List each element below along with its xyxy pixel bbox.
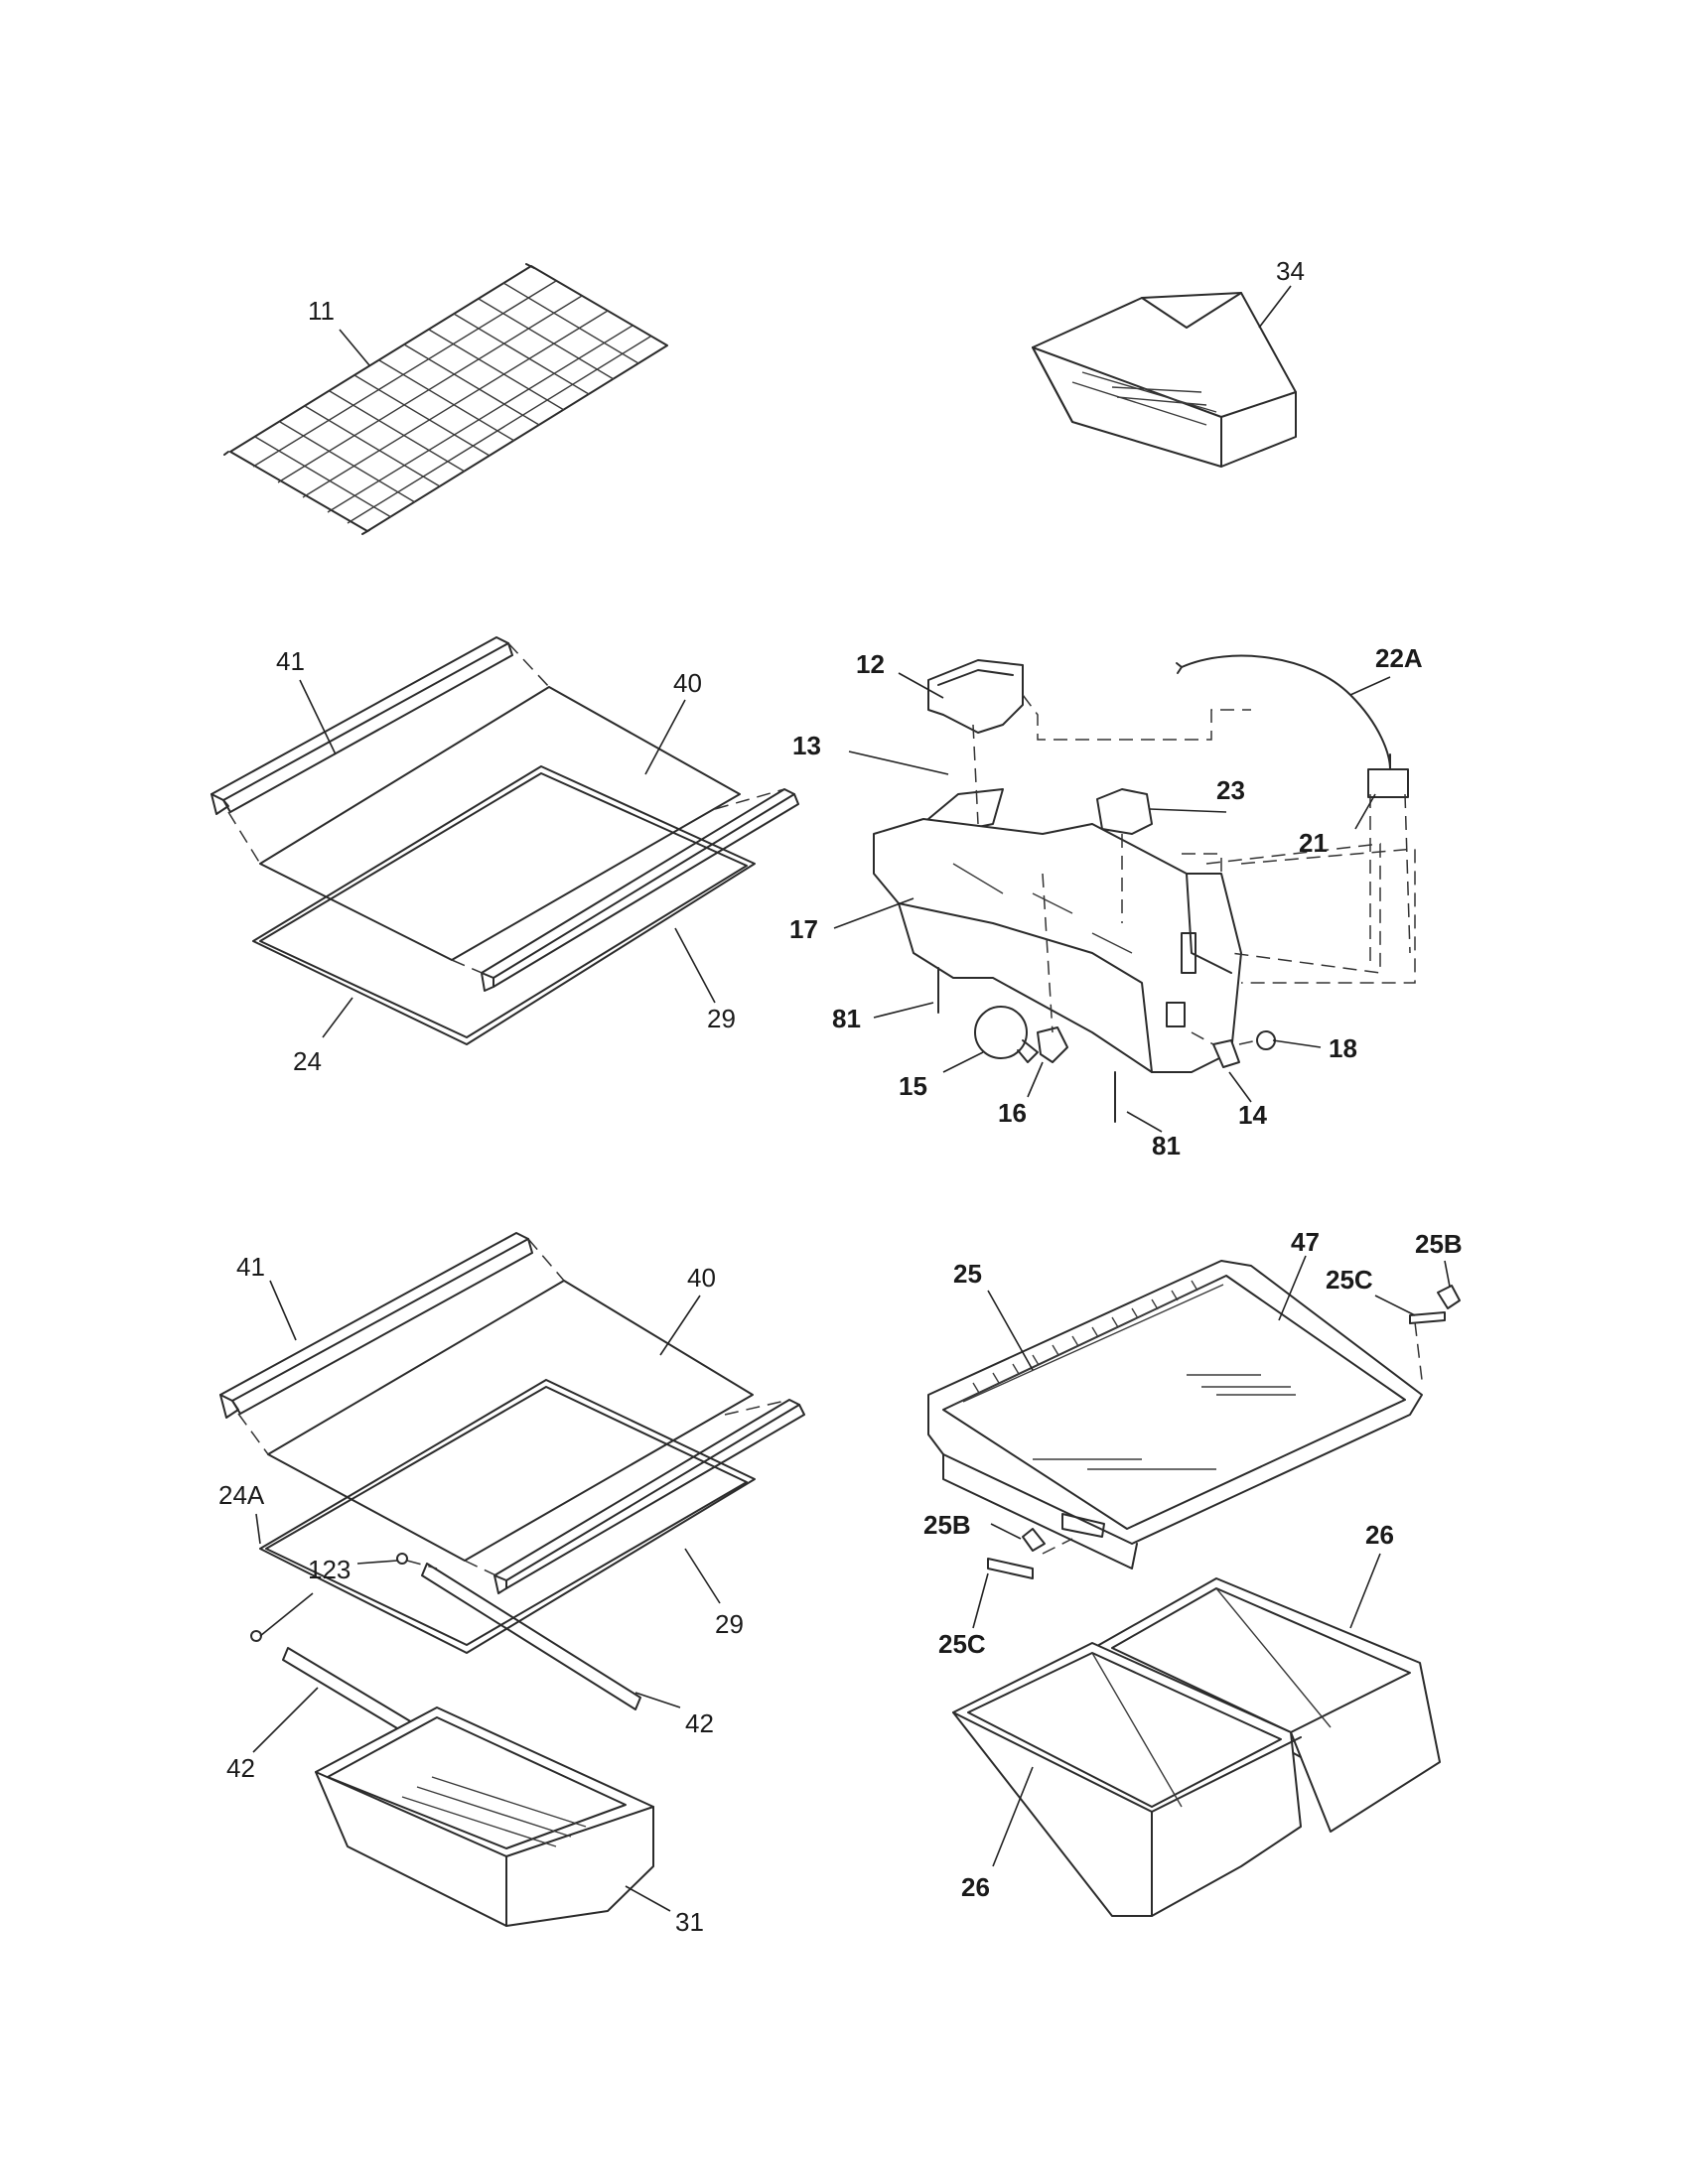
callout-34: 34: [1276, 256, 1305, 286]
wire-shelf-drawing: [223, 263, 668, 535]
crisper-assembly-drawing: [927, 1260, 1461, 1917]
callout-29-lower: 29: [715, 1609, 744, 1639]
callout-17: 17: [789, 914, 818, 944]
callout-40-upper: 40: [673, 668, 702, 698]
callout-14: 14: [1238, 1100, 1267, 1130]
callout-16: 16: [998, 1098, 1027, 1128]
callout-24: 24: [293, 1046, 322, 1076]
callout-26-left: 26: [961, 1872, 990, 1902]
callout-21: 21: [1299, 828, 1328, 858]
callout-81-right: 81: [1152, 1131, 1181, 1160]
callout-13: 13: [792, 731, 821, 760]
callout-25: 25: [953, 1259, 982, 1289]
callout-42-right: 42: [685, 1708, 714, 1738]
callout-11: 11: [308, 296, 335, 326]
callout-42-left: 42: [226, 1753, 255, 1783]
callout-15: 15: [899, 1071, 927, 1101]
callout-29-upper: 29: [707, 1004, 736, 1033]
callout-26-right: 26: [1365, 1520, 1394, 1550]
glass-shelf-lower-drawing: [219, 1232, 805, 1927]
light-control-assembly-drawing: [873, 654, 1416, 1123]
callout-25b-top: 25B: [1415, 1229, 1463, 1259]
callout-41-lower: 41: [236, 1252, 265, 1282]
callout-40-lower: 40: [687, 1263, 716, 1293]
callout-22a: 22A: [1375, 643, 1423, 673]
callout-24a: 24A: [218, 1480, 265, 1510]
callout-123: 123: [308, 1555, 351, 1584]
glass-shelf-upper-drawing: [211, 636, 799, 1045]
callout-12: 12: [856, 649, 885, 679]
callout-25c-top: 25C: [1326, 1265, 1373, 1295]
callout-18: 18: [1329, 1033, 1357, 1063]
callout-25c-bottom: 25C: [938, 1629, 986, 1659]
callout-41-upper: 41: [276, 646, 305, 676]
callout-47: 47: [1291, 1227, 1320, 1257]
leader-lines: [252, 285, 1451, 1912]
callout-81-left: 81: [832, 1004, 861, 1033]
callout-25b-bottom: 25B: [923, 1510, 971, 1540]
callout-31: 31: [675, 1907, 704, 1937]
callout-23: 23: [1216, 775, 1245, 805]
small-bin-drawing: [1032, 292, 1297, 468]
callout-labels: 11 34 41 40 29 24 12 13 17 81 15 16 81 1…: [218, 256, 1463, 1937]
